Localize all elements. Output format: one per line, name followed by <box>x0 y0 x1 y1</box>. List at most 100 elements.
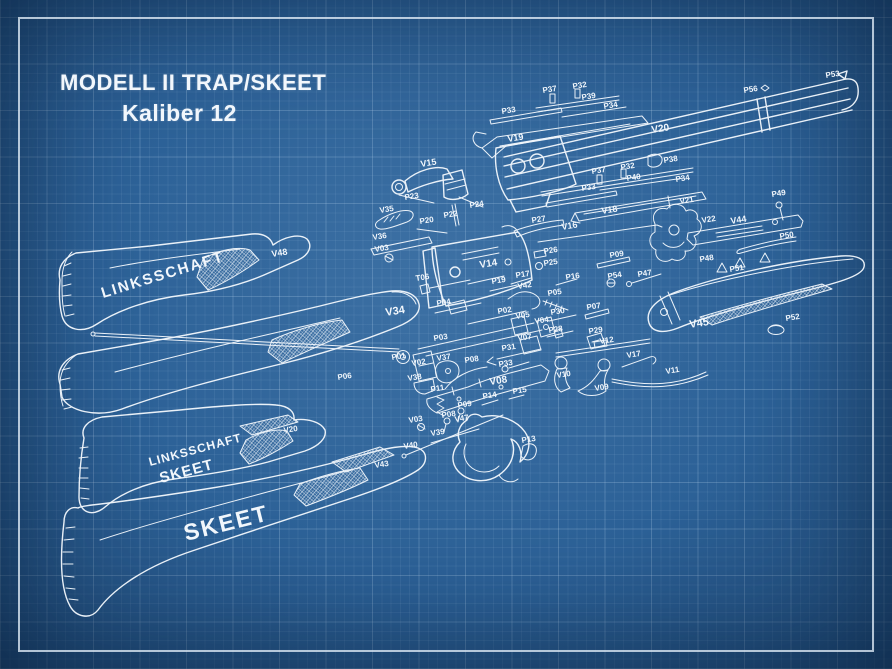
part-label-p16-30: P16 <box>565 271 581 282</box>
diagram-title: MODELL II TRAP/SKEET <box>60 70 327 95</box>
title-block: MODELL II TRAP/SKEET Kaliber 12 <box>60 70 326 127</box>
part-label-v40-75: V40 <box>403 440 419 451</box>
part-label-p06-49: P06 <box>337 371 353 382</box>
part-label-p33-14: P33 <box>581 182 597 193</box>
part-label-v03-73: V03 <box>408 414 424 425</box>
part-label-v34-48: V34 <box>385 304 407 319</box>
part-label-p34-13: P34 <box>675 173 691 184</box>
stock-standard-art <box>58 290 420 414</box>
part-label-p23-17: P23 <box>404 191 420 202</box>
part-label-p33-67: P33 <box>498 358 514 369</box>
top-lever-art <box>391 166 484 227</box>
part-label-p56-1: P56 <box>743 84 759 95</box>
part-label-v07-61: V07 <box>517 332 533 343</box>
part-label-p01-53: P01 <box>391 351 407 362</box>
part-label-p52-46: P52 <box>785 312 801 323</box>
part-label-v39-74: V39 <box>430 427 446 438</box>
part-label-v16-25: V16 <box>561 220 578 232</box>
part-label-p53-0: P53 <box>825 69 841 80</box>
part-label-v43-84: V43 <box>374 459 390 470</box>
cleaning-rod-art <box>90 331 400 353</box>
part-label-p38-9: P38 <box>663 154 679 165</box>
part-label-v15-16: V15 <box>420 157 437 169</box>
part-label-v44-40: V44 <box>730 214 747 226</box>
part-label-p03-52: P03 <box>433 332 449 343</box>
part-label-v20-83: V20 <box>283 424 299 435</box>
part-label-v47-76: V47 <box>454 413 470 424</box>
part-label-v36-22: V36 <box>372 231 388 242</box>
stock-linksschaft-art <box>58 233 311 331</box>
part-label-p31-66: P31 <box>501 342 517 353</box>
part-label-p32-4: P32 <box>572 80 588 91</box>
part-label-v37-55: V37 <box>436 352 452 363</box>
part-label-t06-33: T06 <box>415 272 431 283</box>
part-label-p54-36: P54 <box>607 270 623 281</box>
part-label-p24-18: P24 <box>469 199 485 210</box>
part-label-p33-7: P33 <box>501 105 517 116</box>
part-label-v14-28: V14 <box>479 257 499 271</box>
part-label-p51-44: P51 <box>729 263 745 274</box>
part-label-v20-2: V20 <box>651 122 671 136</box>
forend-art <box>647 255 865 335</box>
part-label-v38-56: V38 <box>407 372 423 383</box>
sear-parts-art <box>370 210 448 263</box>
part-label-p04-50: P04 <box>436 297 452 308</box>
part-label-p05-32: P05 <box>547 287 563 298</box>
stock-skeet-art <box>60 445 427 617</box>
part-label-p14-69: P14 <box>482 390 498 401</box>
part-label-p37-10: P37 <box>591 165 607 176</box>
part-label-p19-34: P19 <box>491 275 507 286</box>
part-label-v11-82: V11 <box>665 365 681 376</box>
trigger-safety-art <box>554 338 709 396</box>
stock-linksschaft-skeet-art <box>78 403 326 514</box>
part-label-p37-3: P37 <box>542 84 558 95</box>
part-label-p47-37: P47 <box>637 268 653 279</box>
part-label-v09-79: V09 <box>594 382 610 393</box>
ejector-parts-top-art <box>472 88 649 159</box>
part-label-p29-65: P29 <box>588 325 604 336</box>
part-label-p09-71: P09 <box>457 399 473 410</box>
part-label-p17-29: P17 <box>515 269 531 280</box>
part-label-v17-81: V17 <box>626 349 642 360</box>
part-label-p11-57: P11 <box>430 383 446 394</box>
part-label-p40-12: P40 <box>626 172 642 183</box>
part-label-p49-41: P49 <box>771 188 787 199</box>
part-label-v10-78: V10 <box>556 369 572 380</box>
trigger-parts-bottom-art <box>396 299 610 459</box>
part-label-v45-45: V45 <box>689 316 710 331</box>
part-label-p15-70: P15 <box>512 385 528 396</box>
part-label-v21-38: V21 <box>679 195 695 206</box>
part-label-p34-6: P34 <box>603 100 619 111</box>
part-label-v02-54: V02 <box>411 357 427 368</box>
diagram-subtitle: Kaliber 12 <box>122 100 237 126</box>
trigger-group-right-art <box>649 195 804 273</box>
part-label-v19-8: V19 <box>507 132 524 144</box>
part-label-p09-35: P09 <box>609 249 625 260</box>
part-label-v42-31: V42 <box>517 280 533 291</box>
part-label-v18-15: V18 <box>601 204 618 216</box>
part-label-p27-24: P27 <box>531 214 547 225</box>
part-label-p20-20: P20 <box>419 215 435 226</box>
part-label-v12-80: V12 <box>599 335 615 346</box>
part-label-p48-43: P48 <box>699 253 715 264</box>
part-label-p32-11: P32 <box>620 161 636 172</box>
part-label-v22-39: V22 <box>701 214 717 225</box>
part-label-p08-72: P08 <box>441 409 457 420</box>
part-label-p08-58: P08 <box>464 354 480 365</box>
part-label-p39-5: P39 <box>581 91 597 102</box>
part-label-v05-59: V05 <box>515 310 531 321</box>
part-label-v03-23: V03 <box>374 243 390 254</box>
ejector-parts-lower-art <box>540 153 707 224</box>
part-label-p28-64: P28 <box>548 324 564 335</box>
part-label-p25-27: P25 <box>543 257 559 268</box>
part-label-p26-26: P26 <box>543 245 559 256</box>
part-label-p50-42: P50 <box>779 230 795 241</box>
part-label-p22-21: P22 <box>443 209 459 220</box>
part-label-v04-60: V04 <box>534 315 550 326</box>
barrel-assembly-art <box>494 70 859 213</box>
part-label-p07-63: P07 <box>586 301 602 312</box>
part-label-v35-19: V35 <box>379 204 395 215</box>
